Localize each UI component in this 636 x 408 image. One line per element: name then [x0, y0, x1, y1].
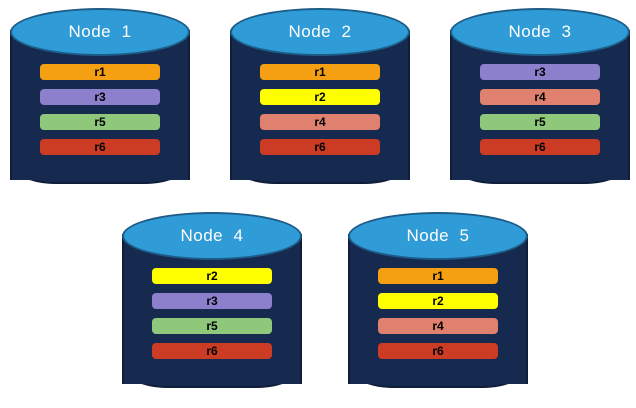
node-label-3: Node 3: [508, 22, 572, 41]
replica-bar: r6: [40, 139, 160, 155]
node-cylinder-4: Node 4 r2 r3 r5 r6: [122, 212, 302, 400]
cylinder-top-1: [10, 8, 190, 56]
replica-bar: r5: [40, 114, 160, 130]
replica-bar: r3: [40, 89, 160, 105]
replica-list-1: r1 r3 r5 r6: [40, 64, 160, 155]
node-cylinder-3: Node 3 r3 r4 r5 r6: [450, 8, 630, 196]
replica-bar: r6: [260, 139, 380, 155]
replica-bar: r2: [152, 268, 272, 284]
cylinder-top-3: [450, 8, 630, 56]
node-label-4: Node 4: [180, 226, 244, 245]
replica-bar: r6: [378, 343, 498, 359]
replica-list-4: r2 r3 r5 r6: [152, 268, 272, 359]
node-label-5: Node 5: [406, 226, 470, 245]
cylinder-top-4: [122, 212, 302, 260]
node-label-2: Node 2: [288, 22, 352, 41]
replica-list-5: r1 r2 r4 r6: [378, 268, 498, 359]
node-label-1: Node 1: [68, 22, 132, 41]
replica-bar: r4: [378, 318, 498, 334]
replica-bar: r1: [378, 268, 498, 284]
node-cylinder-2: Node 2 r1 r2 r4 r6: [230, 8, 410, 196]
replica-bar: r4: [260, 114, 380, 130]
replica-list-3: r3 r4 r5 r6: [480, 64, 600, 155]
replica-bar: r6: [152, 343, 272, 359]
cylinder-top-2: [230, 8, 410, 56]
replica-bar: r4: [480, 89, 600, 105]
replica-bar: r6: [480, 139, 600, 155]
replica-bar: r1: [40, 64, 160, 80]
node-cylinder-1: Node 1 r1 r3 r5 r6: [10, 8, 190, 196]
cylinder-top-5: [348, 212, 528, 260]
replica-bar: r3: [152, 293, 272, 309]
replica-bar: r2: [378, 293, 498, 309]
replica-bar: r5: [152, 318, 272, 334]
node-cylinder-5: Node 5 r1 r2 r4 r6: [348, 212, 528, 400]
replica-bar: r5: [480, 114, 600, 130]
replica-bar: r3: [480, 64, 600, 80]
replica-list-2: r1 r2 r4 r6: [260, 64, 380, 155]
replica-bar: r2: [260, 89, 380, 105]
replica-bar: r1: [260, 64, 380, 80]
